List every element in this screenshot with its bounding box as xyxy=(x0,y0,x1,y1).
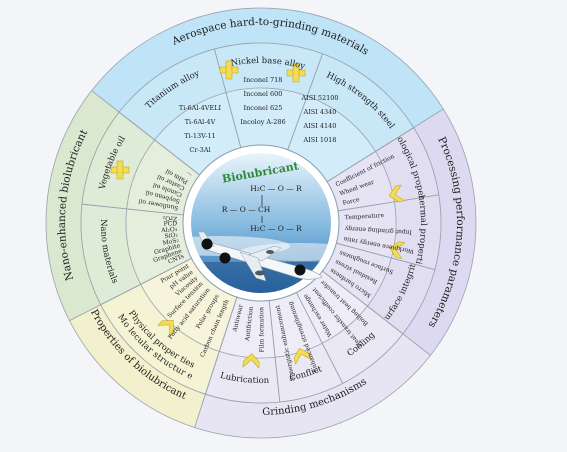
chevron-icon xyxy=(242,353,260,369)
plus-marker-nano-vegetable xyxy=(110,160,130,180)
inner-item: Film formation xyxy=(258,307,265,353)
inner-item: Inconel 600 xyxy=(244,90,283,98)
divider-lubrication xyxy=(268,300,281,403)
formula-top: H₂C — O — R xyxy=(250,184,302,193)
divider-tribological xyxy=(326,127,414,183)
divider-steel xyxy=(287,53,323,150)
inner-item: Inconel 718 xyxy=(244,76,283,84)
inner-item: Temperature xyxy=(345,212,385,221)
divider-nanomaterials xyxy=(100,258,192,306)
inner-item: Incoloy A-286 xyxy=(240,118,285,126)
divider-physical xyxy=(204,297,238,395)
molecule-dot-bottom xyxy=(219,252,231,264)
inner-item: Force xyxy=(342,196,361,207)
inner-item: Input grinding energy xyxy=(344,225,412,236)
divider-surface xyxy=(336,242,435,270)
chevron-icon xyxy=(388,184,406,203)
plus-marker-titanium-nickel xyxy=(219,60,239,80)
inner-item: AISI 4340 xyxy=(303,108,337,116)
inner-item: SiO₂ xyxy=(164,231,179,240)
divider-vegetable xyxy=(81,203,184,216)
inner-item: Cr-3Al xyxy=(189,146,210,154)
inner-item: Inconel 625 xyxy=(244,104,283,112)
inner-item: MoS₂ xyxy=(162,237,180,247)
divider-thermal xyxy=(337,194,439,212)
divider-nickel xyxy=(214,49,242,148)
formula-mid: R — O — CH xyxy=(222,205,271,214)
inner-item: AISI 1018 xyxy=(303,136,337,144)
divider-cooling xyxy=(322,270,404,335)
inner-item: Ti-6Al-4V xyxy=(185,118,216,126)
molecule-dot-right xyxy=(294,264,306,276)
flow-arrows xyxy=(110,60,406,369)
inner-item: ... xyxy=(184,170,193,179)
inner-item: AISI 4140 xyxy=(303,122,337,130)
inner-item: AISI 52100 xyxy=(300,94,338,102)
inner-item: Antifriction xyxy=(244,306,255,342)
inner-item: Ti-13V-11 xyxy=(184,132,215,140)
divider-conflict xyxy=(296,292,344,384)
chevron-icon xyxy=(157,320,175,337)
molecule-dot-left xyxy=(201,238,213,250)
formula-bottom: H₂C — O — R xyxy=(250,224,302,233)
inner-item: Ti-6Al-4VELI xyxy=(179,104,222,112)
inner-item: Al₂O₃ xyxy=(160,226,178,234)
center-hub: Biolubricant H₂C — O — R R — O — CH H₂C … xyxy=(182,144,340,302)
inner-item: PCD xyxy=(164,220,178,227)
chevron-icon xyxy=(389,241,406,259)
ring-dividers xyxy=(81,49,439,403)
inner-item: ZrO₂ xyxy=(162,214,177,222)
chevron-icon xyxy=(293,347,312,365)
divider-vegetable xyxy=(118,111,200,176)
inner-ring xyxy=(125,87,397,359)
plus-marker-nickel-steel xyxy=(286,63,306,83)
